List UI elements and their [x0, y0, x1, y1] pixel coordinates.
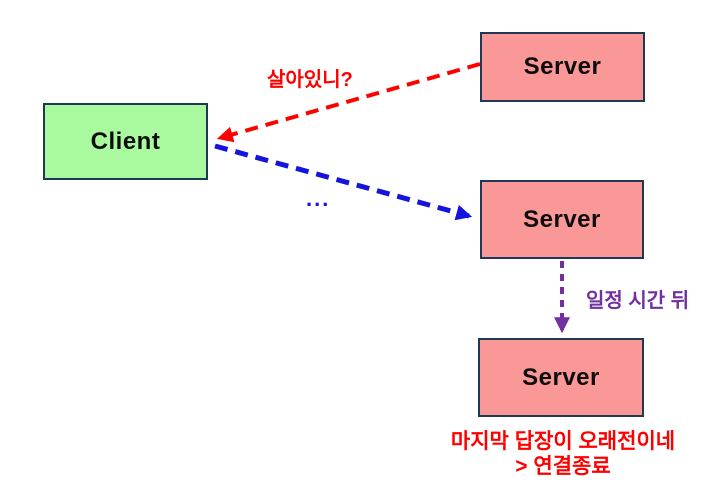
alive-check-arrow: [216, 62, 481, 143]
timeout-label-line1: 마지막 답장이 오래전이네: [450, 430, 676, 453]
timeout-label-line2: > 연결종료: [515, 455, 611, 478]
server-label: Server: [523, 205, 601, 233]
server-box-bottom: Server: [478, 338, 644, 417]
ellipsis-label: ...: [306, 186, 331, 211]
timeout-label: 마지막 답장이 오래전이네 > 연결종료: [451, 429, 675, 479]
server-label: Server: [522, 363, 600, 391]
server-box-top: Server: [480, 32, 645, 102]
alive-check-label: 살아있니?: [267, 69, 353, 91]
after-time-label: 일정 시간 뒤: [586, 290, 690, 312]
reply-arrow: [214, 143, 473, 221]
client-box: Client: [43, 103, 208, 180]
server-box-middle: Server: [480, 180, 644, 259]
server-label: Server: [523, 53, 602, 80]
client-label: Client: [90, 127, 161, 155]
